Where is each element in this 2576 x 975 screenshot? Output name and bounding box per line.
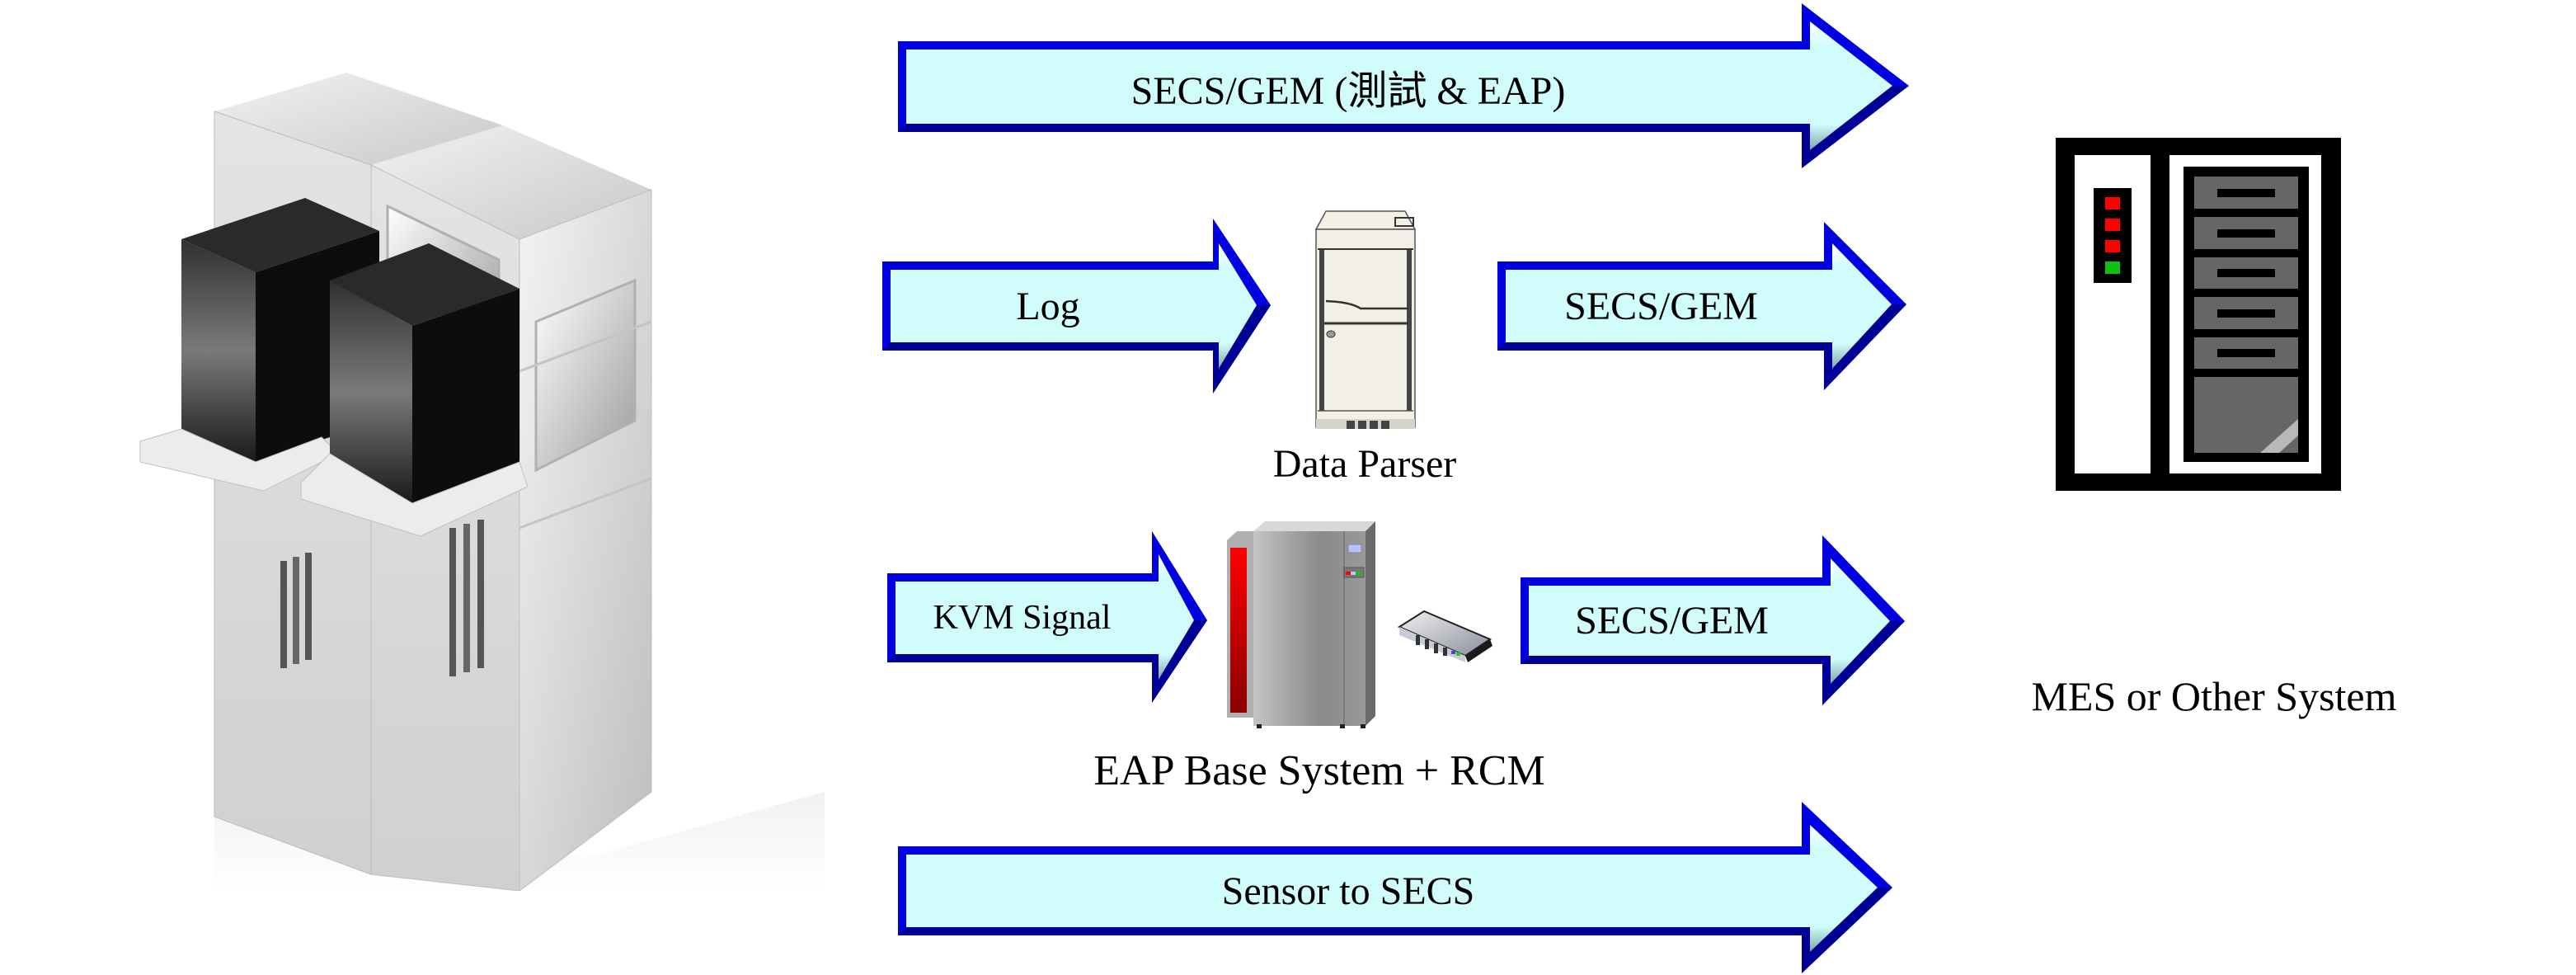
kvm-switch <box>1395 606 1494 664</box>
mainframe-server-icon <box>1227 521 1375 728</box>
arrow-label: KVM Signal <box>933 599 1112 637</box>
right-arrow-icon <box>898 802 1892 973</box>
drawer <box>2194 297 2298 329</box>
node-label-data-parser: Data Parser <box>1272 442 1457 486</box>
node-label-eap-base-system: EAP Base System + RCM <box>1093 747 1545 794</box>
right-arrow-icon <box>1521 535 1905 705</box>
node-label-mes: MES or Other System <box>2031 673 2397 719</box>
arrow-secs-gem-eap: SECS/GEM <box>1517 532 1913 709</box>
status-led-green <box>2105 261 2120 274</box>
arrow-label: SECS/GEM (測試 & EAP) <box>1131 69 1566 113</box>
mes-system-node <box>2056 138 2344 492</box>
server-tower-icon <box>1314 210 1417 429</box>
arrow-kvm-signal: KVM Signal <box>884 528 1214 705</box>
arrow-label: Sensor to SECS <box>1221 869 1475 913</box>
status-led-red <box>2105 219 2120 231</box>
equipment-machine-icon <box>139 73 825 892</box>
right-arrow-icon <box>1497 222 1906 390</box>
arrow-secs-gem-parser: SECS/GEM <box>1494 219 1915 396</box>
right-arrow-icon <box>882 219 1271 393</box>
drawer <box>2194 177 2298 209</box>
eap-base-system-node <box>1220 520 1385 730</box>
right-arrow-icon <box>898 3 1909 168</box>
status-led-red <box>2105 197 2120 210</box>
arrow-label: SECS/GEM <box>1564 284 1758 328</box>
server-rack-icon <box>2056 138 2341 491</box>
kvm-switch-icon <box>1397 610 1492 662</box>
arrow-secs-gem-direct: SECS/GEM (測試 & EAP) <box>895 0 1917 173</box>
equipment-machine <box>124 66 825 892</box>
arrow-log: Log <box>879 219 1275 396</box>
data-parser-node <box>1311 206 1418 429</box>
right-arrow-icon <box>887 531 1207 703</box>
arrow-sensor-to-secs: Sensor to SECS <box>895 798 1909 975</box>
drawer <box>2194 217 2298 249</box>
arrow-label: Log <box>1016 284 1080 328</box>
status-led-red <box>2105 240 2120 252</box>
arrow-label: SECS/GEM <box>1575 599 1769 643</box>
drawer <box>2194 257 2298 289</box>
drawer <box>2194 337 2298 369</box>
